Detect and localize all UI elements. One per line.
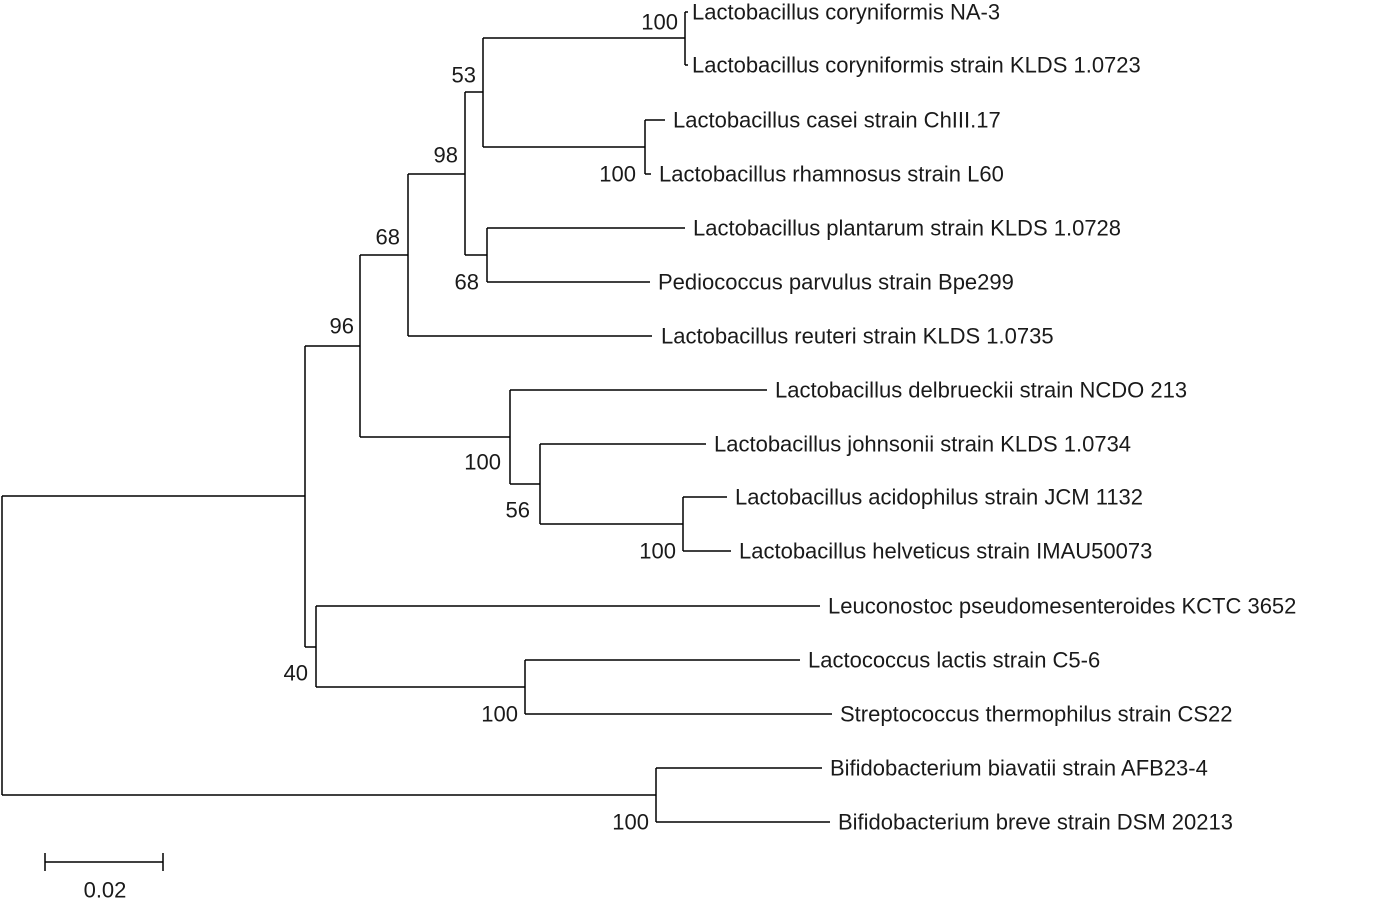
bootstrap-label: 100	[641, 10, 678, 35]
leaf-label: Lactobacillus delbrueckii strain NCDO 21…	[775, 378, 1187, 403]
tree-branches	[1, 11, 832, 823]
bootstrap-labels: 100 53 98 68 96 100 68 100 56 100 40 100…	[284, 10, 678, 835]
leaf-label: Lactobacillus plantarum strain KLDS 1.07…	[693, 216, 1121, 241]
scale-bar-label: 0.02	[84, 878, 127, 901]
bootstrap-label: 68	[376, 225, 400, 250]
leaf-label: Lactobacillus rhamnosus strain L60	[659, 162, 1004, 187]
bootstrap-label: 98	[434, 143, 458, 168]
scale-bar: 0.02	[44, 853, 164, 901]
leaf-label: Lactobacillus casei strain ChIII.17	[673, 108, 1001, 133]
bootstrap-label: 53	[452, 63, 476, 88]
bootstrap-label: 40	[284, 661, 308, 686]
bootstrap-label: 100	[639, 539, 676, 564]
bootstrap-label: 96	[330, 314, 354, 339]
leaf-label: Lactobacillus johnsonii strain KLDS 1.07…	[714, 432, 1131, 457]
bootstrap-label: 100	[464, 450, 501, 475]
leaf-label: Lactobacillus coryniformis strain KLDS 1…	[692, 53, 1141, 78]
bootstrap-label: 100	[599, 162, 636, 187]
leaf-label: Lactobacillus acidophilus strain JCM 113…	[735, 485, 1143, 510]
leaf-label: Lactococcus lactis strain C5-6	[808, 648, 1100, 673]
leaf-label: Lactobacillus coryniformis NA-3	[692, 0, 1000, 25]
leaf-label: Bifidobacterium biavatii strain AFB23-4	[830, 756, 1208, 781]
leaf-label: Pediococcus parvulus strain Bpe299	[658, 270, 1014, 295]
bootstrap-label: 100	[481, 702, 518, 727]
bootstrap-label: 100	[612, 810, 649, 835]
leaf-label: Leuconostoc pseudomesenteroides KCTC 365…	[828, 594, 1296, 619]
leaf-label: Lactobacillus reuteri strain KLDS 1.0735	[661, 324, 1054, 349]
leaf-labels: Lactobacillus coryniformis NA-3Lactobaci…	[658, 0, 1296, 835]
bootstrap-label: 56	[506, 498, 530, 523]
leaf-label: Bifidobacterium breve strain DSM 20213	[838, 810, 1233, 835]
leaf-label: Streptococcus thermophilus strain CS22	[840, 702, 1233, 727]
leaf-label: Lactobacillus helveticus strain IMAU5007…	[739, 539, 1152, 564]
bootstrap-label: 68	[455, 270, 479, 295]
